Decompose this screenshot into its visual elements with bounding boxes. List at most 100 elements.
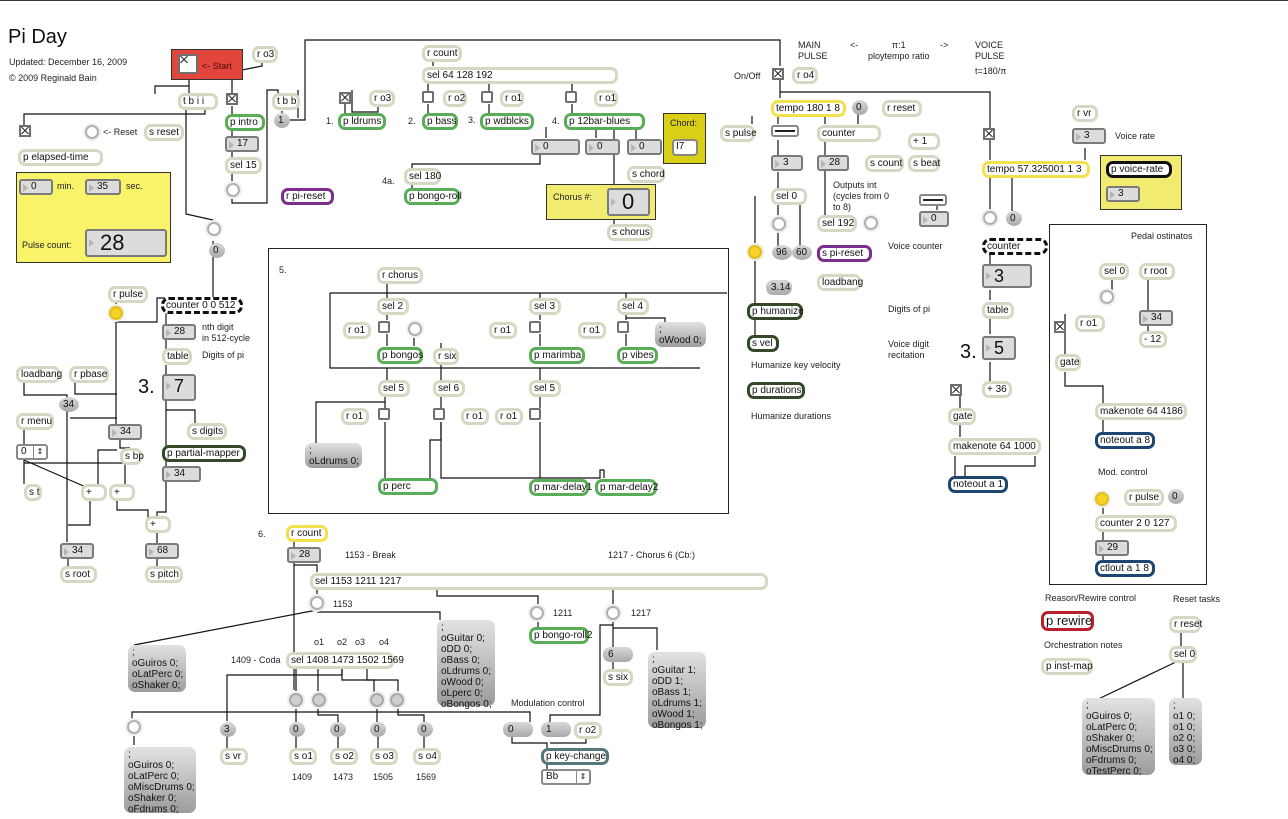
six-message[interactable]: 6 [603,647,633,662]
delay-button[interactable] [529,408,541,420]
final-off-message[interactable]: ; oGuiros 0; oLatPerc 0; oMiscDrums 0; o… [124,747,196,815]
pedal-receive-o1[interactable]: r o1 [1075,315,1105,332]
minutes-number[interactable]: 0 [19,179,53,195]
plus-a[interactable]: + [81,484,107,501]
blues-out-2[interactable]: 0 [585,139,620,155]
coda-bang-1[interactable] [289,693,303,707]
main-pulse-toggle[interactable] [772,68,784,80]
pedal-toggle[interactable] [1054,321,1066,333]
sel-5-b[interactable]: sel 5 [529,380,561,397]
humanize-subpatch[interactable]: p humanize [747,303,804,320]
send-digits[interactable]: s digits [187,423,227,440]
vibes-subpatch[interactable]: p vibes [617,347,658,364]
send-reset[interactable]: s reset [144,124,184,141]
voice-counter[interactable]: counter [982,238,1048,255]
sel180[interactable]: sel 180 [404,168,441,185]
send-beat[interactable]: s beat [908,155,940,172]
voice-toggle[interactable] [983,128,995,140]
wood-off-message[interactable]: ; oWood 0; [655,322,706,347]
chorus6-bang[interactable] [606,606,620,620]
send-bp[interactable]: s bp [120,448,144,465]
coda-bang-2[interactable] [312,693,326,707]
digits-loadbang[interactable]: loadbang [16,366,62,383]
voice-rate-number[interactable]: 3 [1072,128,1106,144]
select-64-128-192[interactable]: sel 64 128 192 [422,67,618,84]
bongos-receive-o1[interactable]: r o1 [343,322,371,339]
vibes-receive-o1[interactable]: r o1 [578,322,606,339]
chorus-number[interactable]: 0 [607,188,650,216]
velocity-96[interactable]: 96 [772,245,792,260]
ldrums-off-message[interactable]: ; oLdrums 0; [305,443,362,468]
zero-message[interactable]: 0 [209,243,225,258]
receive-menu[interactable]: r menu [16,413,54,430]
send-vel[interactable]: s vel [747,335,779,352]
receive-pbase[interactable]: r pbase [69,366,109,383]
main-counter[interactable]: counter [817,125,881,142]
send-six[interactable]: s six [603,669,633,686]
three-message[interactable]: 3 [220,722,236,737]
pulse-bang[interactable] [748,245,762,259]
receive-six[interactable]: r six [433,348,459,365]
receive-root[interactable]: r root [1139,263,1175,280]
blues-out-1[interactable]: 0 [531,139,580,155]
key-menu[interactable]: Bb⇕ [541,769,591,785]
pi-message[interactable]: 3.14 [766,280,792,295]
intro-toggle[interactable] [226,93,238,105]
reset-outputs-message[interactable]: ; o1 0; o1 0; o2 0; o3 0; o4 0; [1169,698,1202,766]
send-pulse[interactable]: s pulse [720,125,757,142]
marimba-button[interactable] [529,321,541,333]
velocity-60[interactable]: 60 [792,245,812,260]
perc-subpatch[interactable]: p perc [378,478,438,495]
marimba-subpatch[interactable]: p marimba [529,347,585,364]
reset-bang[interactable] [85,125,99,139]
sel-coda[interactable]: sel 1408 1473 1502 1569 [286,652,404,669]
send-pitch[interactable]: s pitch [145,566,183,583]
wdblcks-subpatch[interactable]: p wdblcks [480,113,534,130]
plus-c[interactable]: + [145,516,171,533]
send-o4[interactable]: s o4 [413,748,441,765]
mod-zero[interactable]: 0 [1168,489,1184,504]
o3-zero[interactable]: 0 [370,722,386,737]
voice-slider-number[interactable]: 0 [919,211,949,227]
tempo-main[interactable]: tempo 180 1 8 [771,100,846,117]
intro-number[interactable]: 17 [225,136,259,152]
intro-subpatch[interactable]: p intro [225,114,265,131]
receive-o2[interactable]: r o2 [574,722,602,739]
main-slider[interactable] [771,125,799,137]
voice-gate[interactable]: gate [948,408,976,425]
sel-2[interactable]: sel 2 [377,298,409,315]
bongo-roll-subpatch[interactable]: p bongo-roll [404,188,462,205]
bongo-roll2-bang[interactable] [530,606,544,620]
receive-count[interactable]: r count [422,45,462,62]
sel-4[interactable]: sel 4 [617,298,649,315]
section6-count-number[interactable]: 28 [287,547,321,563]
voice-makenote[interactable]: makenote 64 1000 [948,438,1041,455]
mar-delay1-subpatch[interactable]: p mar-delay1 [529,479,592,496]
minus-12[interactable]: - 12 [1139,331,1167,348]
trigger-bb[interactable]: t b b [272,93,300,110]
sel-1153-1211-1217[interactable]: sel 1153 1211 1217 [310,573,768,590]
voice-noteout[interactable]: noteout a 1 [948,476,1008,493]
send-root[interactable]: s root [60,566,97,583]
durations-subpatch[interactable]: p durations [747,382,805,399]
send-count[interactable]: s count [865,155,904,172]
reset-instruments-message[interactable]: ; oGuiros 0; oLatPerc 0; oShaker 0; oMis… [1082,698,1155,777]
o4-zero[interactable]: 0 [417,722,433,737]
section6-receive-count[interactable]: r count [286,525,328,542]
ctlout[interactable]: ctlout a 1 8 [1095,560,1155,577]
pedal-sel0[interactable]: sel 0 [1099,263,1129,280]
perc-button[interactable] [378,408,390,420]
blues-receive[interactable]: r o1 [594,90,618,107]
mod-counter[interactable]: counter 2 0 127 [1095,515,1177,532]
send-o3[interactable]: s o3 [370,748,398,765]
chord-display[interactable]: I7 [672,139,698,156]
pedal-bang[interactable] [1100,290,1114,304]
digits-receive-pulse[interactable]: r pulse [108,286,148,303]
receive-o4[interactable]: r o4 [792,67,818,84]
pbase-message[interactable]: 34 [59,397,79,412]
pedal-makenote[interactable]: makenote 64 4186 [1095,403,1187,420]
slider-number[interactable]: 3 [771,155,803,171]
bass-button[interactable] [422,91,434,103]
elapsed-time-subpatch[interactable]: p elapsed-time [18,149,103,166]
perc-receive-o1[interactable]: r o1 [341,408,369,425]
